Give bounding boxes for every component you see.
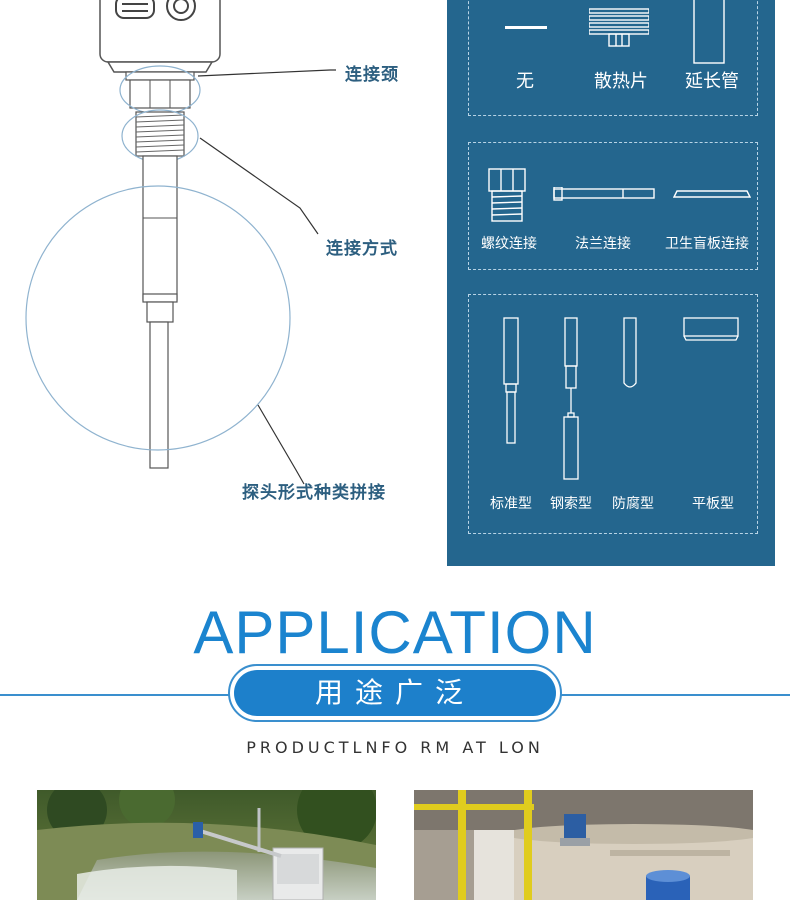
- heatsink-icon: [589, 8, 649, 47]
- application-subtitle: PRODUCTLNFO RM AT LON: [246, 738, 544, 757]
- sensor-drawing: [25, 0, 336, 485]
- probe-options-box: 标准型 钢索型 防腐型 平板型: [468, 294, 758, 534]
- probe-rod: [25, 155, 291, 469]
- neck-option-none: 无: [516, 71, 534, 92]
- plant-application-photo: [414, 790, 753, 900]
- probe-option-standard: 标准型: [490, 496, 532, 512]
- thread-fitting-icon: [488, 168, 526, 222]
- neck-option-extension: 延长管: [685, 71, 739, 92]
- connection-option-thread: 螺纹连接: [481, 236, 537, 252]
- probe-option-cable: 钢索型: [550, 496, 592, 512]
- dash-icon: [505, 26, 547, 29]
- extension-tube-icon: [693, 0, 725, 64]
- probe-option-anticorrosion: 防腐型: [612, 496, 654, 512]
- cable-probe-icon: [563, 317, 579, 480]
- application-title: APPLICATION: [193, 599, 597, 666]
- anticorrosion-probe-icon: [623, 317, 637, 388]
- connection-options-box: 螺纹连接 法兰连接 卫生盲板连接: [468, 142, 758, 270]
- sensor-head: [99, 0, 221, 73]
- callout-connection-label: 连接方式: [326, 239, 398, 259]
- sanitary-plate-icon: [673, 190, 751, 198]
- standard-probe-icon: [503, 317, 519, 444]
- connection-option-sanitary: 卫生盲板连接: [665, 236, 749, 252]
- connection-neck: [119, 65, 201, 115]
- callout-probe-label: 探头形式种类拼接: [242, 483, 386, 503]
- options-panel: 无 散热片 延长管 螺纹连接: [447, 0, 775, 566]
- flange-rod-icon: [553, 187, 655, 201]
- callout-neck-label: 连接颈: [345, 65, 399, 85]
- connection-option-flange: 法兰连接: [575, 236, 631, 252]
- section-pill: 用途广泛: [234, 670, 556, 716]
- neck-options-box: 无 散热片 延长管: [468, 0, 758, 116]
- neck-option-heatsink: 散热片: [594, 71, 648, 92]
- flat-plate-probe-icon: [683, 317, 739, 341]
- river-application-photo: [37, 790, 376, 900]
- connection-thread: [121, 109, 199, 163]
- sensor-diagram: 连接颈 连接方式 探头形式种类拼接: [0, 0, 440, 570]
- probe-option-flat-plate: 平板型: [692, 496, 734, 512]
